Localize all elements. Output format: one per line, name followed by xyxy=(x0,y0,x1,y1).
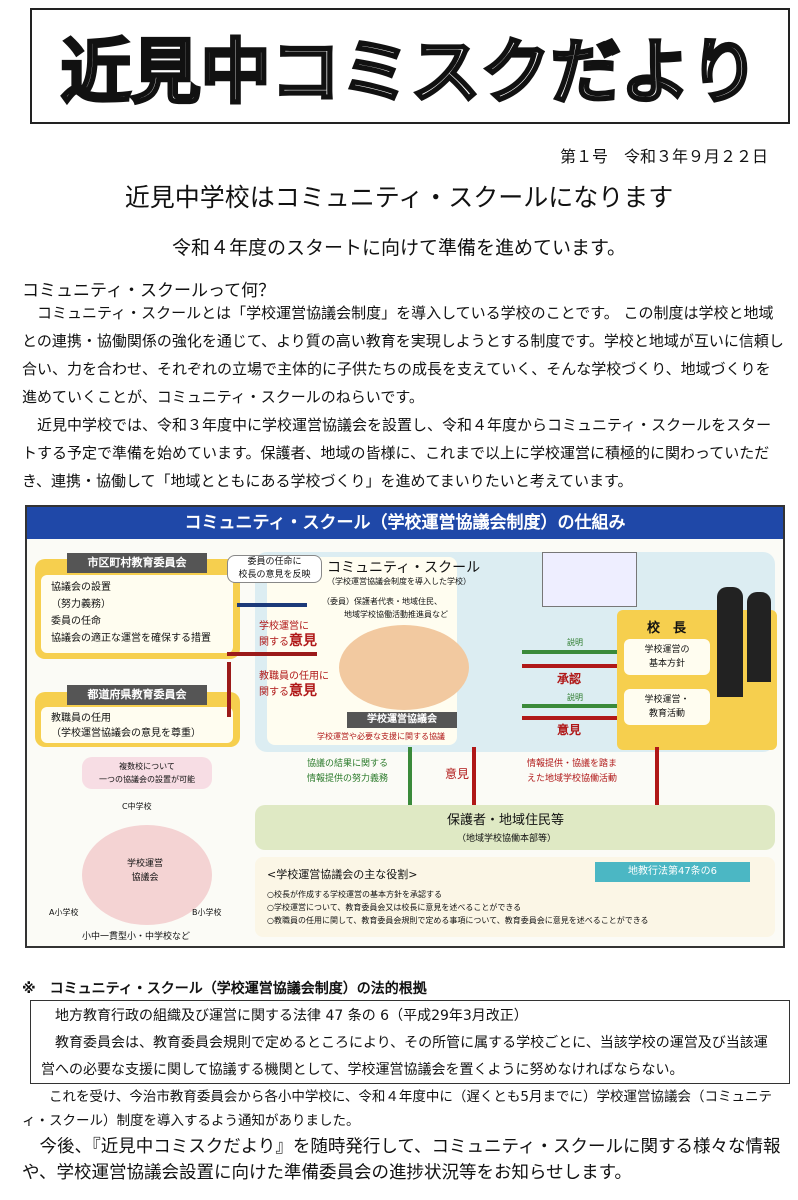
arrow-right-icon xyxy=(237,603,307,607)
text: 意見 xyxy=(289,633,317,649)
role-item: ○学校運営について、教育委員会又は校長に意見を述べることができる xyxy=(267,903,522,912)
municipal-board-label: 市区町村教育委員会 xyxy=(67,553,207,573)
arrow-left-icon xyxy=(522,704,617,708)
arrow-left-icon xyxy=(227,652,317,656)
text: 一つの協議会の設置が可能 xyxy=(99,775,195,784)
principal-label: 校 長 xyxy=(647,621,687,636)
policy-box: 学校運営の 基本方針 xyxy=(624,639,710,675)
diagram-title: コミュニティ・スクール（学校運営協議会制度）の仕組み xyxy=(27,507,783,539)
legal-box: 地方教育行政の組織及び運営に関する法律 47 条の 6（平成29年3月改正） 教… xyxy=(30,1000,790,1084)
activities-box: 学校運営・ 教育活動 xyxy=(624,689,710,725)
headline: 近見中学校はコミュニティ・スクールになります xyxy=(124,183,674,212)
approve-label: 承認 xyxy=(557,672,582,686)
opinion-label: 意見 xyxy=(557,723,582,737)
text: 委員の任命に xyxy=(247,557,302,567)
principal-opinion-bubble: 委員の任命に 校長の意見を反映 xyxy=(227,555,322,583)
text: 基本方針 xyxy=(648,659,685,669)
school-building-icon xyxy=(542,552,637,607)
text: 関する xyxy=(259,637,289,648)
subheadline: 令和４年度のスタートに向けて準備を進めています。 xyxy=(171,237,627,259)
principal-figure-icon xyxy=(717,587,743,697)
shared-council-circle xyxy=(82,825,212,925)
text: 教育活動 xyxy=(648,709,685,719)
shared-council-label: 学校運営 協議会 xyxy=(127,857,163,885)
council-label: 学校運営協議会 xyxy=(347,712,457,728)
role-item: ○教職員の任用に関して、教育委員会規則で定める事項について、教育委員会に意見を述… xyxy=(267,916,649,925)
roles-title: <学校運営協議会の主な役割> xyxy=(267,868,418,881)
text: 学校運営 xyxy=(127,859,164,869)
guardians-sublabel: （地域学校協働本部等） xyxy=(457,834,557,844)
opinion-school-ops: 学校運営に 関する意見 xyxy=(259,619,317,650)
cs-title: コミュニティ・スクール xyxy=(327,560,481,576)
cooperation: 情報提供・協議を踏ま えた地域学校協働活動 xyxy=(527,757,617,787)
council-desc: 学校運営や必要な支援に関する協議 xyxy=(317,732,445,741)
text: 情報提供の努力義務 xyxy=(307,774,389,784)
prefectural-items: 教職員の任用 （学校運営協議会の意見を尊重） xyxy=(41,707,233,743)
b-school-label: B小学校 xyxy=(192,908,222,917)
item: 協議会の適正な運営を確保する措置 xyxy=(51,633,211,644)
explain-label: 説明 xyxy=(567,638,583,647)
arrow-right-icon xyxy=(522,716,617,720)
text: 学校運営・ xyxy=(644,695,690,705)
arrow-down-icon xyxy=(227,662,231,717)
arrow-right-icon xyxy=(522,664,617,668)
item: （学校運営協議会の意見を尊重） xyxy=(51,728,201,739)
text: 校長の意見を反映 xyxy=(238,570,311,580)
notice: これを受け、今治市教育委員会から各小中学校に、令和４年度中に（遅くとも5月までに… xyxy=(22,1089,773,1129)
section-heading: コミュニティ・スクールって何？ xyxy=(22,281,276,301)
item: （努力義務） xyxy=(51,599,111,610)
text: 協議の結果に関する xyxy=(307,759,389,769)
prefectural-board-label: 都道府県教育委員会 xyxy=(67,685,207,705)
opinion-label: 意見 xyxy=(445,767,470,781)
paragraph: 近見中学校では、令和３年度中に学校運営協議会を設置し、令和４年度からコミュニティ… xyxy=(22,416,772,490)
text: えた地域学校協働活動 xyxy=(527,774,618,784)
a-school-label: A小学校 xyxy=(49,908,79,917)
guardians-box xyxy=(255,805,775,850)
legal-heading: ※ コミュニティ・スクール（学校運営協議会制度）の法的根拠 xyxy=(22,981,427,997)
municipal-items: 協議会の設置 （努力義務） 委員の任命 協議会の適正な運営を確保する措置 xyxy=(41,575,233,653)
text: 学校運営に xyxy=(259,621,309,632)
c-school-label: C中学校 xyxy=(122,802,152,811)
arrow-left-icon xyxy=(522,650,617,654)
roles-list: ○校長が作成する学校運営の基本方針を承認する ○学校運営について、教育委員会又は… xyxy=(267,888,649,927)
text: 情報提供・協議を踏ま xyxy=(527,759,618,769)
paragraph: コミュニティ・スクールとは「学校運営協議会制度」を導入している学校のことです。 … xyxy=(22,304,784,406)
meeting-illustration xyxy=(339,625,469,710)
members: （委員）保護者代表・地域住民、 地域学校協働活動推進員など xyxy=(322,595,448,621)
text: 意見 xyxy=(289,683,317,699)
arrow-up-icon xyxy=(472,747,476,805)
multi-caption: 小中一貫型小・中学校など xyxy=(82,932,191,942)
multi-school-bubble: 複数校について 一つの協議会の設置が可能 xyxy=(82,757,212,789)
role-item: ○校長が作成する学校運営の基本方針を承認する xyxy=(267,890,442,899)
text: 複数校について xyxy=(119,762,175,771)
legal-line: 教育委員会は、教育委員会規則で定めるところにより、その所管に属する学校ごとに、当… xyxy=(41,1035,768,1078)
text: 協議会 xyxy=(131,873,159,883)
text: 教職員の任用に xyxy=(259,671,329,682)
item: 委員の任命 xyxy=(51,616,101,627)
opinion-staff: 教職員の任用に 関する意見 xyxy=(259,669,329,700)
text: 地域学校協働活動推進員など xyxy=(344,610,448,619)
cs-diagram: コミュニティ・スクール（学校運営協議会制度）の仕組み 市区町村教育委員会 協議会… xyxy=(25,505,785,948)
guardians-label: 保護者・地域住民等 xyxy=(447,813,565,828)
text: 関する xyxy=(259,687,289,698)
cs-subtitle: （学校運営協議会制度を導入した学校） xyxy=(327,577,471,586)
issue-date: 第１号 令和３年９月２２日 xyxy=(559,147,768,166)
law-badge: 地教行法第47条の6 xyxy=(595,862,750,882)
closing: 今後、『近見中コミスクだより』を随時発行して、コミュニティ・スクールに関する様々… xyxy=(22,1137,781,1183)
item: 協議会の設置 xyxy=(51,582,111,593)
text: 学校運営の xyxy=(644,645,690,655)
text: （委員）保護者代表・地域住民、 xyxy=(322,597,442,606)
arrow-up-icon xyxy=(655,747,659,805)
explain-label: 説明 xyxy=(567,693,583,702)
legal-line: 地方教育行政の組織及び運営に関する法律 47 条の 6（平成29年3月改正） xyxy=(55,1008,528,1024)
vice-principal-figure-icon xyxy=(747,592,771,682)
newsletter-title: 近見中コミスクだより xyxy=(30,8,790,124)
arrow-down-icon xyxy=(408,747,412,805)
info-duty: 協議の結果に関する 情報提供の努力義務 xyxy=(307,757,388,787)
item: 教職員の任用 xyxy=(51,713,111,724)
